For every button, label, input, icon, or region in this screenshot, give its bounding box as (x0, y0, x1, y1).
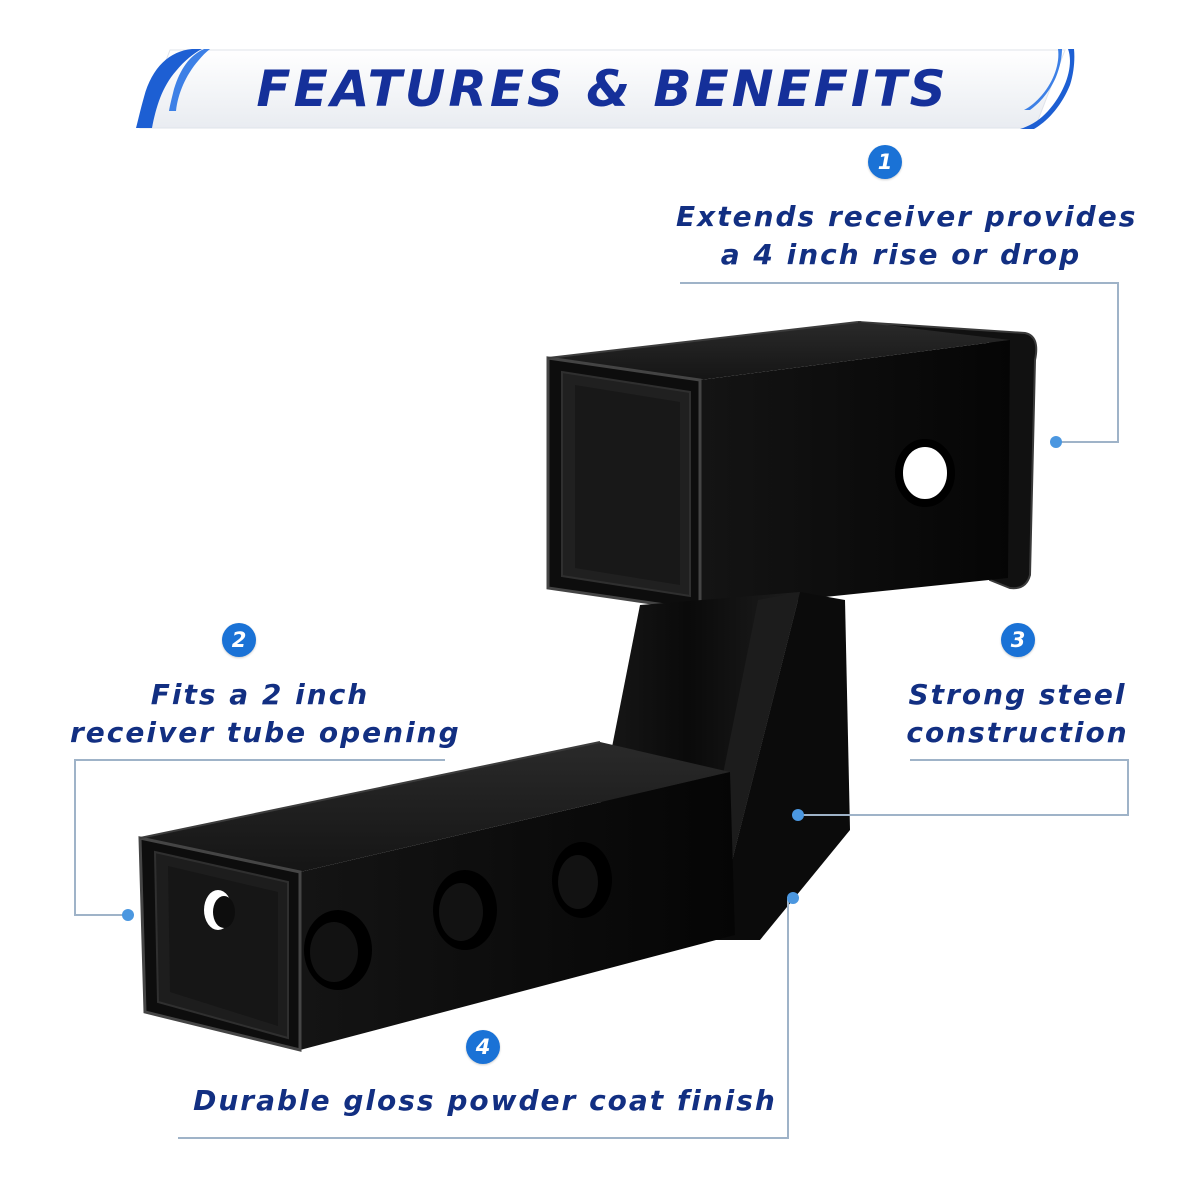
callout-dot-3 (792, 809, 804, 821)
feature-number-badge: 2 (222, 623, 256, 657)
feature-3-line-1: Strong steel (908, 678, 1127, 711)
header-banner: FEATURES & BENEFITS (130, 45, 1075, 133)
feature-1-text: Extends receiver provides a 4 inch rise … (676, 198, 1138, 274)
feature-3-line-2: construction (906, 716, 1129, 749)
callout-dot-2 (122, 909, 134, 921)
callout-dot-1 (1050, 436, 1062, 448)
feature-1-line-2: a 4 inch rise or drop (720, 238, 1082, 271)
banner-shape (136, 49, 1075, 129)
feature-3-text: Strong steel construction (900, 676, 1135, 752)
feature-number-badge: 4 (466, 1030, 500, 1064)
feature-1-line-1: Extends receiver provides (676, 200, 1138, 233)
banner-title: FEATURES & BENEFITS (256, 60, 949, 118)
callout-dot-4 (787, 892, 799, 904)
feature-2-line-2: receiver tube opening (70, 716, 461, 749)
feature-4-line-1: Durable gloss powder coat finish (193, 1084, 777, 1117)
feature-4-text: Durable gloss powder coat finish (190, 1082, 780, 1120)
feature-number-badge: 3 (1001, 623, 1035, 657)
feature-number-badge: 1 (868, 145, 902, 179)
feature-2-line-1: Fits a 2 inch (150, 678, 370, 711)
feature-2-text: Fits a 2 inch receiver tube opening (70, 676, 461, 752)
